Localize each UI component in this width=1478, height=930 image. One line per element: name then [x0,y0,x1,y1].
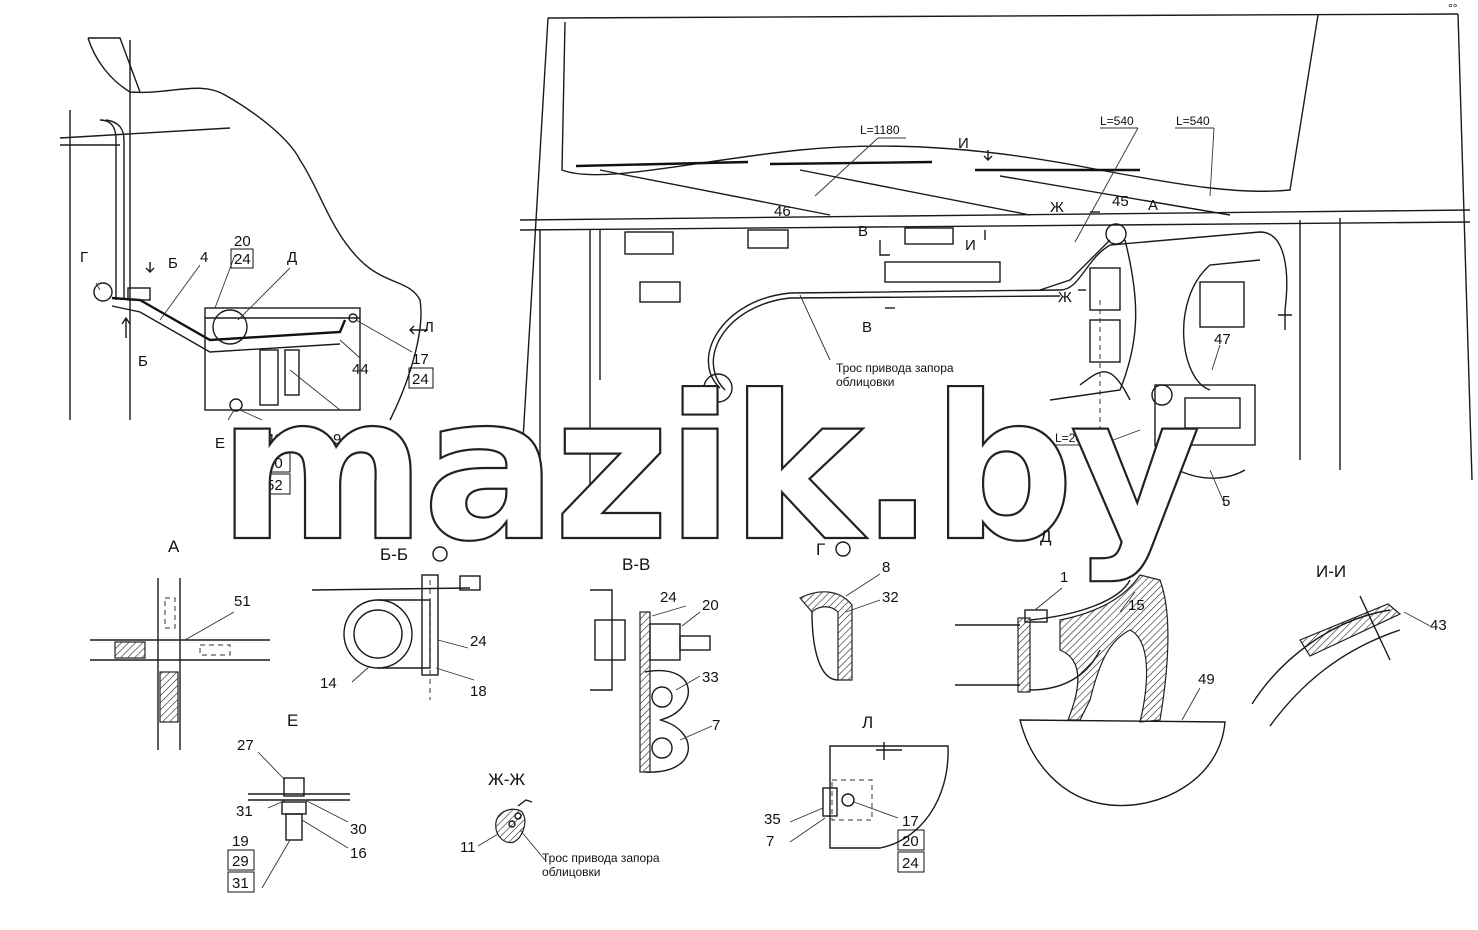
view-letter-d: Д [287,249,297,266]
callout-5: 5 [1222,493,1230,510]
callout-9: 9 [333,431,341,448]
view-letter-i1: И [958,135,969,152]
callout-4: 4 [200,249,208,266]
callout-32: 32 [882,589,899,606]
callout-8: 8 [882,559,890,576]
callout-44: 44 [352,361,369,378]
callout-24b: 24 [412,371,429,388]
section-ii-title: И-И [1316,562,1346,581]
callout-35: 35 [764,811,781,828]
callout-31a: 31 [236,803,253,820]
section-zhzh: Ж-Ж 11 Трос привода запора облицовки [460,770,660,879]
callout-16: 16 [350,845,367,862]
callout-20b: 20 [702,597,719,614]
detail-d: Д 1 15 49 [955,527,1226,807]
callout-20c: 20 [902,833,919,850]
callout-46: 46 [774,203,791,220]
section-bb: Б-Б 14 24 18 [311,545,487,700]
callout-27: 27 [237,737,254,754]
callout-33: 33 [702,669,719,686]
cable-note-line2: облицовки [836,375,894,389]
view-letter-e: Е [215,435,225,452]
callout-42: 42 [266,431,283,448]
watermark: mazik.by [218,353,1197,586]
dimension-l2000: L=2000 [1055,431,1096,445]
callout-14: 14 [320,675,337,692]
callout-15: 15 [1128,597,1145,614]
view-letter-zh2: Ж [1058,289,1072,306]
dimension-l540b: L=540 [1176,114,1210,128]
callout-24e: 24 [902,855,919,872]
detail-d-title: Д [1040,527,1052,546]
callout-43: 43 [1430,617,1447,634]
callout-17b: 17 [902,813,919,830]
view-letter-b2: Б [138,353,148,370]
callout-51: 51 [234,593,251,610]
callout-18: 18 [470,683,487,700]
view-letter-l: Л [424,319,434,336]
callout-49: 49 [1198,671,1215,688]
section-ii: И-И 43 [1251,562,1447,727]
callout-11: 11 [460,839,476,856]
view-letter-v1: В [858,223,868,240]
corner-mark: °° [1448,1,1458,15]
callout-1: 1 [1060,569,1068,586]
callout-24c: 24 [470,633,487,650]
callout-31b: 31 [232,875,249,892]
callout-17a: 17 [412,351,429,368]
callout-24a: 24 [234,251,251,268]
callout-29: 29 [232,853,249,870]
section-zhzh-title: Ж-Ж [488,770,525,789]
callout-47: 47 [1214,331,1231,348]
callout-19: 19 [232,833,249,850]
section-vv: В-В 24 20 33 7 [590,555,720,773]
dimension-l1180: L=1180 [860,123,900,137]
detail-g: Г 8 32 [799,540,899,681]
callout-30: 30 [350,821,367,838]
view-letter-zh1: Ж [1050,199,1064,216]
view-letter-v2: В [862,319,872,336]
callout-7b: 7 [766,833,774,850]
section-bb-title: Б-Б [380,545,408,564]
callout-52: 52 [266,477,283,494]
detail-g-title: Г [816,540,825,559]
front-view: L=1180 L=540 L=540 L=2000 И И Ж Ж В В А … [519,13,1473,510]
callout-50: 50 [266,455,283,472]
detail-a-title: А [168,537,180,556]
dimension-l540a: L=540 [1100,114,1134,128]
detail-l: Л 35 7 17 20 24 [764,713,949,873]
detail-e: Е 27 31 30 16 19 29 31 [227,711,367,893]
side-view: Г Б Б 4 20 24 Д Л 44 17 24 9 Е 42 50 52 [59,37,434,495]
detail-a: А 51 [90,537,270,750]
view-letter-i2: И [965,237,976,254]
cable-note-line1: Трос привода запора [836,361,954,375]
detail-l-title: Л [862,713,873,732]
zhzh-note-line1: Трос привода запора [542,851,660,865]
zhzh-note-line2: облицовки [542,865,600,879]
view-letter-a: А [1148,197,1158,214]
callout-20a: 20 [234,233,251,250]
detail-e-title: Е [287,711,298,730]
section-vv-title: В-В [622,555,650,574]
callout-24d: 24 [660,589,677,606]
callout-7a: 7 [712,717,720,734]
view-letter-b: Б [168,255,178,272]
callout-45: 45 [1112,193,1129,210]
view-letter-g: Г [80,249,88,266]
